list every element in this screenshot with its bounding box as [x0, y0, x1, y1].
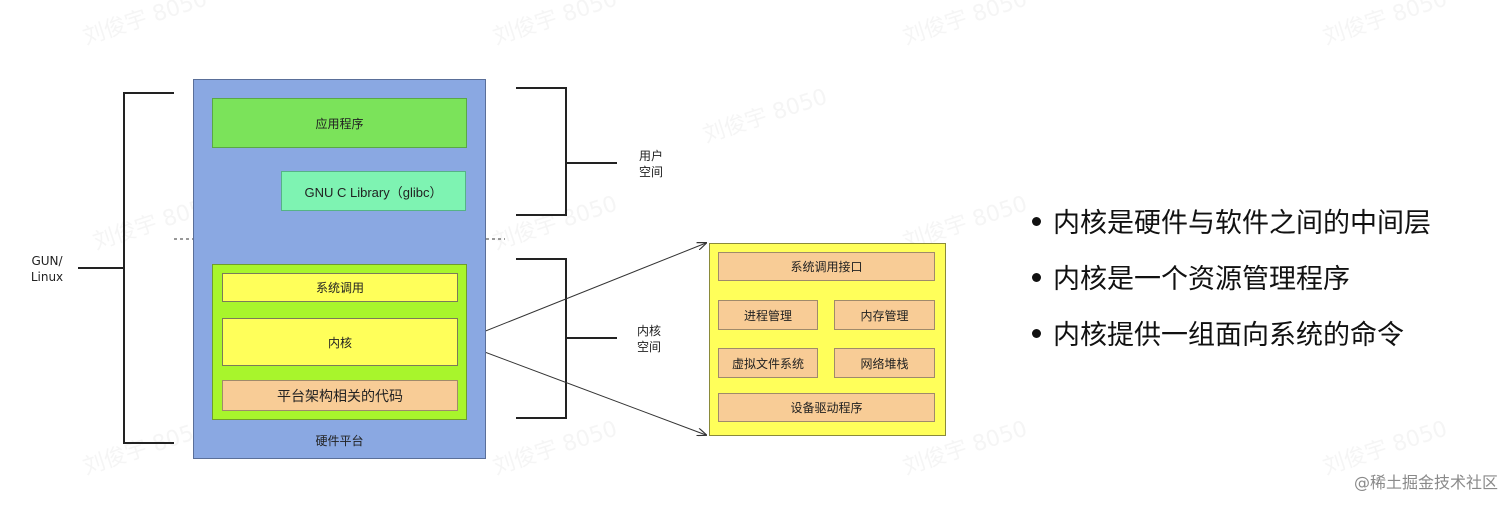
bullet-dot-icon — [1032, 329, 1041, 338]
bullet-dot-icon — [1032, 273, 1041, 282]
process-mgmt-box: 进程管理 — [718, 300, 818, 330]
bullet-dot-icon — [1032, 217, 1041, 226]
memory-mgmt-box: 内存管理 — [834, 300, 935, 330]
gun-linux-label: GUN/ Linux — [30, 254, 64, 284]
user-space-label: 用户 空间 — [638, 149, 663, 179]
bullet-item: 内核提供一组面向系统的命令 — [1032, 308, 1431, 364]
hardware-platform-label: 硬件平台 — [315, 433, 364, 448]
source-credit: @稀土掘金技术社区 — [1353, 473, 1498, 492]
syscall-interface-box: 系统调用接口 — [718, 252, 935, 281]
kernel-space-label: 内核 空间 — [636, 324, 661, 354]
syscall-box: 系统调用 — [222, 273, 458, 302]
device-drivers-box: 设备驱动程序 — [718, 393, 935, 422]
vfs-box: 虚拟文件系统 — [718, 348, 818, 378]
bullet-item: 内核是硬件与软件之间的中间层 — [1032, 196, 1431, 252]
app-box: 应用程序 — [212, 98, 467, 148]
network-stack-box: 网络堆栈 — [834, 348, 935, 378]
bullet-list: 内核是硬件与软件之间的中间层 内核是一个资源管理程序 内核提供一组面向系统的命令 — [1032, 196, 1431, 364]
arch-code-box: 平台架构相关的代码 — [222, 380, 458, 411]
bullet-item: 内核是一个资源管理程序 — [1032, 252, 1431, 308]
glibc-box: GNU C Library（glibc） — [281, 171, 466, 211]
bullet-text: 内核是硬件与软件之间的中间层 — [1053, 208, 1431, 239]
bullet-text: 内核是一个资源管理程序 — [1053, 264, 1350, 295]
kernel-box: 内核 — [222, 318, 458, 366]
bullet-text: 内核提供一组面向系统的命令 — [1053, 320, 1404, 351]
